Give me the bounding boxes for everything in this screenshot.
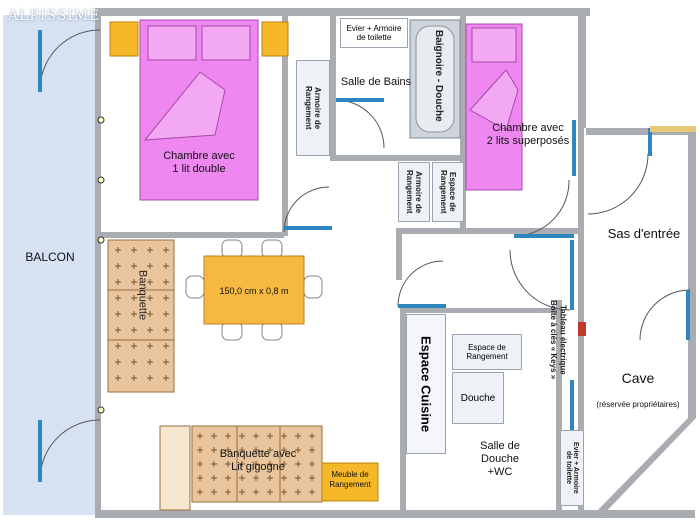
wardrobe1-box: Armoire de Rangement bbox=[296, 60, 330, 156]
banquette-bottom-label: Banquette avec Lit gigogne bbox=[219, 448, 297, 474]
balcony-area bbox=[3, 15, 95, 515]
nightstand-left bbox=[109, 21, 139, 57]
tableau-label-wrap: Tableau électrique Boîte à clés « Keys » bbox=[540, 300, 576, 410]
meuble-label: Meuble de Rangement bbox=[329, 470, 371, 489]
room-cave: Cave bbox=[621, 370, 655, 386]
shower-label: Douche bbox=[460, 392, 496, 404]
meuble-shape bbox=[321, 462, 379, 502]
tableau-label: Tableau électrique Boîte à clés « Keys » bbox=[549, 300, 568, 380]
room-shower-room: Salle de Douche +WC bbox=[480, 440, 520, 479]
storage1-label: Espace de Rangement bbox=[439, 170, 457, 214]
shower-box: Douche bbox=[452, 372, 504, 424]
room-kitchen: Espace Cuisine bbox=[418, 335, 434, 433]
wardrobe1-label: Armoire de Rangement bbox=[304, 86, 322, 130]
wardrobe2-box: Armoire de Rangement bbox=[398, 162, 430, 222]
nightstand-right bbox=[261, 21, 289, 57]
kitchen-box: Espace Cuisine bbox=[406, 314, 446, 454]
bathtub-label: Baignoire - Douche bbox=[428, 30, 448, 130]
banquette-vertical-label: Banquette bbox=[128, 270, 156, 370]
sink-top-box: Evier + Armoire de toilette bbox=[340, 18, 408, 48]
wardrobe2-label: Armoire de Rangement bbox=[405, 170, 423, 214]
chairs bbox=[185, 239, 323, 341]
room-bathroom: Salle de Bains bbox=[340, 76, 412, 88]
electric-panel bbox=[578, 322, 586, 336]
room-cave-note: (réservée propriétaires) bbox=[596, 400, 680, 409]
sink-wc-box: Evier + Armoire de toilette bbox=[560, 430, 584, 506]
storage2-box: Espace de Rangement bbox=[452, 334, 522, 370]
banquette-vertical-shape bbox=[107, 239, 175, 393]
room-balcon: BALCON bbox=[25, 250, 75, 264]
banquette-vertical-text: Banquette bbox=[136, 270, 149, 321]
door-panels bbox=[38, 30, 690, 482]
banquette-pattern bbox=[115, 247, 315, 495]
sink-top-label: Evier + Armoire de toilette bbox=[346, 24, 402, 42]
storage2-label: Espace de Rangement bbox=[466, 343, 508, 361]
room-bedroom2: Chambre avec 2 lits superposés bbox=[486, 122, 570, 148]
room-entry: Sas d'entrée bbox=[607, 226, 681, 241]
bathtub-text: Baignoire - Douche bbox=[433, 30, 444, 122]
storage1-box: Espace de Rangement bbox=[432, 162, 464, 222]
entrance-door-gold bbox=[650, 126, 696, 132]
room-bedroom1: Chambre avec 1 lit double bbox=[163, 150, 235, 176]
walls bbox=[95, 8, 696, 518]
sink-wc-label: Evier + Armoire de toilette bbox=[565, 442, 579, 494]
dining-table bbox=[203, 255, 305, 325]
table-label: 150,0 cm x 0,8 m bbox=[219, 286, 289, 296]
brand-logo: ALPISSIME bbox=[8, 8, 101, 24]
bunk-bed bbox=[465, 23, 523, 191]
double-bed bbox=[139, 19, 259, 201]
window-markers bbox=[97, 116, 105, 414]
